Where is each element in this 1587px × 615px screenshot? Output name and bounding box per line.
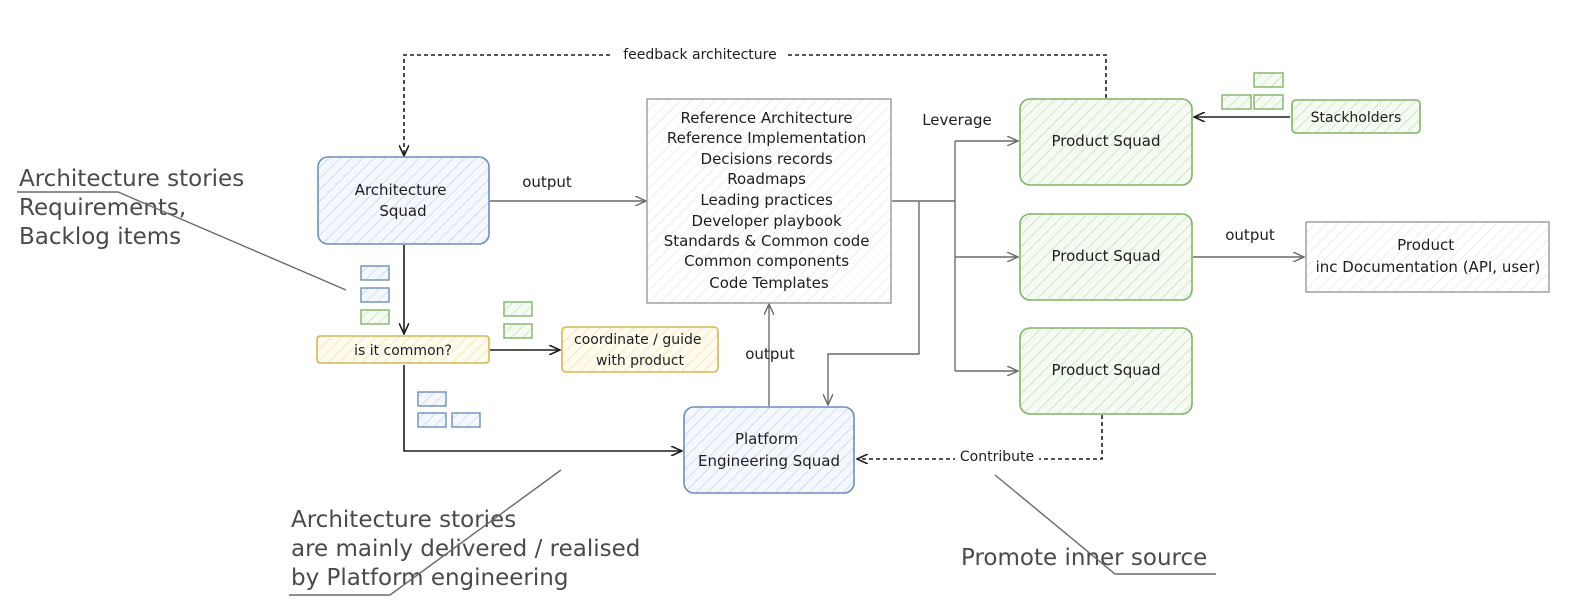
edge-arch-output-label: output [522,173,572,191]
annotation-delivered: Architecture stories are mainly delivere… [289,469,648,596]
edge-common-to-platform [403,365,682,451]
backlog-card-icon [1253,72,1284,88]
backlog-card-icon [1221,94,1252,110]
reference-item: Developer playbook [691,212,842,230]
product-backlog-icon [503,301,533,339]
annotation-line: Requirements, [19,195,186,221]
node-coordinate[interactable] [561,326,719,373]
annotation-line: Architecture stories [19,166,244,192]
node-product-squad-1-label: Product Squad [1052,132,1161,150]
backlog-card-icon [360,309,390,325]
node-stakeholders[interactable] [1291,99,1421,134]
edge-feedback-label: feedback architecture [623,47,776,63]
reference-item: Roadmaps [727,170,806,188]
annotation-arch-stories: Architecture stories Requirements, Backl… [17,166,347,291]
node-product-squad-2[interactable] [1019,213,1193,301]
edge-contribute-label-bg [955,448,1039,466]
annotation-arch-stories-underline [17,191,347,291]
node-platform-squad-line: Engineering Squad [698,452,840,470]
backlog-card-icon [417,391,447,407]
edge-feedback-label-bg [612,45,788,63]
node-architecture-squad[interactable] [317,156,490,245]
node-product-squad-1[interactable] [1019,98,1193,186]
node-is-common[interactable] [316,335,490,364]
node-reference-box-text: Reference Architecture Reference Impleme… [664,109,875,292]
backlog-card-icon [503,301,533,317]
node-architecture-squad-line: Squad [379,202,426,220]
annotation-inner-source-underline [994,474,1216,575]
reference-item: Reference Architecture [681,109,853,127]
node-architecture-squad-label: Architecture Squad [355,181,452,220]
reference-item: Reference Implementation [667,129,866,147]
node-product-output-line: inc Documentation (API, user) [1316,258,1541,276]
annotation-line: by Platform engineering [291,565,568,591]
reference-item: Leading practices [700,191,833,209]
edge-contribute-label: Contribute [960,449,1034,465]
backlog-card-icon [360,287,390,303]
node-product-output[interactable] [1305,221,1550,293]
reference-item: Decisions records [701,150,833,168]
annotation-inner-source: Promote inner source [961,474,1216,575]
node-product-output-label: Product inc Documentation (API, user) [1316,236,1541,276]
backlog-card-icon [360,265,390,281]
node-coordinate-line: coordinate / guide [574,332,701,348]
reference-item: Standards & Common code [664,232,870,250]
node-product-squad-3-label: Product Squad [1052,361,1161,379]
backlog-card-icon [1253,94,1284,110]
node-stakeholders-label: Stackholders [1311,110,1402,126]
annotation-line: Backlog items [19,224,181,250]
node-platform-squad-line: Platform [735,430,798,448]
node-product-squad-3[interactable] [1019,327,1193,415]
backlog-stack-icon [360,265,390,325]
node-product-output-line: Product [1397,236,1454,254]
reference-item: Common components [684,252,849,270]
backlog-card-icon [451,412,481,428]
edge-contribute [857,415,1103,459]
edge-leverage-label: Leverage [922,111,992,129]
edge-leverage-trunk [892,141,956,371]
node-product-squad-2-label: Product Squad [1052,247,1161,265]
node-reference-box[interactable] [646,98,892,304]
node-platform-squad[interactable] [683,406,855,494]
platform-backlog-icon [417,391,481,428]
node-coordinate-label: coordinate / guide with product [574,332,706,369]
node-platform-squad-label: Platform Engineering Squad [698,430,840,470]
annotation-line: Architecture stories [291,507,516,533]
edge-platform-output-label: output [745,345,795,363]
annotation-delivered-underline [289,469,562,596]
annotation-arch-stories-text: Architecture stories Requirements, Backl… [19,166,251,250]
edge-reference-to-platform [828,201,920,405]
annotation-delivered-text: Architecture stories are mainly delivere… [291,507,648,591]
stakeholder-backlog-icon [1221,72,1284,110]
reference-item: Code Templates [709,274,829,292]
node-coordinate-line: with product [596,353,685,369]
edge-product-output-label: output [1225,226,1275,244]
node-architecture-squad-line: Architecture [355,181,447,199]
node-is-common-label: is it common? [354,343,452,359]
backlog-card-icon [503,323,533,339]
backlog-card-icon [417,412,447,428]
